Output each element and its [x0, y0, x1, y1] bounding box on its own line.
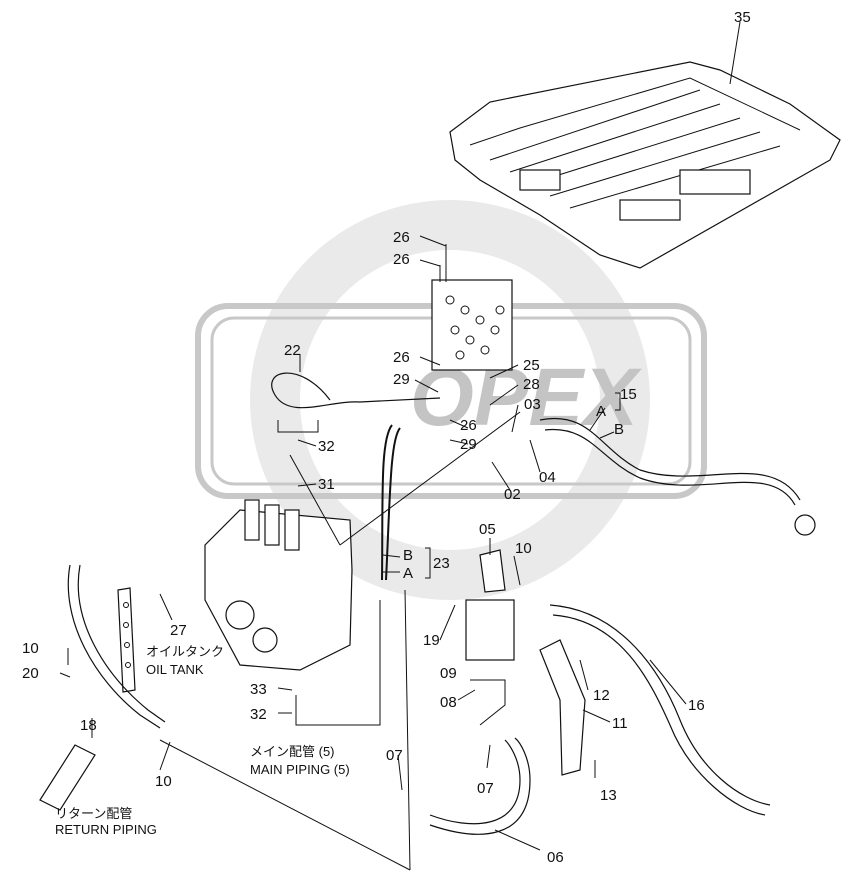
hose-18 — [67, 564, 161, 729]
callout-33: 33 — [250, 681, 267, 698]
callout-04: 04 — [539, 469, 556, 486]
callout-02: 02 — [504, 486, 521, 503]
callout-16: 16 — [688, 697, 705, 714]
callout-31: 31 — [318, 476, 335, 493]
callout-06: 06 — [547, 849, 564, 866]
main-piping-jp-caption: メイン配管 (5) — [250, 744, 335, 759]
leader-lines — [59, 21, 741, 871]
callout-18: 18 — [80, 717, 97, 734]
callout-B1: B — [614, 421, 624, 438]
watermark-gear: OPEX — [195, 200, 707, 600]
callout-B2: B — [403, 547, 413, 564]
callout-A2: A — [403, 565, 413, 582]
callout-26a: 26 — [393, 229, 410, 246]
callout-22: 22 — [284, 342, 301, 359]
callout-07a: 07 — [386, 747, 403, 764]
hose-23 — [381, 424, 393, 581]
main-piping-en-caption: MAIN PIPING (5) — [250, 762, 350, 777]
callout-20: 20 — [22, 665, 39, 682]
bracket-11 — [539, 639, 586, 776]
callout-35: 35 — [734, 9, 751, 26]
oil-tank-bracket — [117, 587, 136, 693]
block-09 — [465, 599, 515, 661]
hose-16 — [549, 604, 771, 806]
callout-12: 12 — [593, 687, 610, 704]
callout-25: 25 — [523, 357, 540, 374]
floor-plate — [449, 61, 841, 269]
callout-05: 05 — [479, 521, 496, 538]
callout-29b: 29 — [460, 436, 477, 453]
oil-tank-jp-caption: オイルタンク — [146, 644, 224, 659]
callout-13: 13 — [600, 787, 617, 804]
elbow-05 — [479, 549, 506, 593]
callout-32b: 32 — [250, 706, 267, 723]
callout-32a: 32 — [318, 438, 335, 455]
callout-15: 15 — [620, 386, 637, 403]
callout-09: 09 — [440, 665, 457, 682]
hose-06 — [429, 739, 521, 825]
callout-03: 03 — [524, 396, 541, 413]
callout-26c: 26 — [393, 349, 410, 366]
callout-26d: 26 — [460, 417, 477, 434]
callout-27: 27 — [170, 622, 187, 639]
part-labels: 35 26 26 22 26 25 29 28 15 03 A B 26 32 … — [22, 9, 751, 866]
control-valve — [204, 499, 353, 671]
callout-28: 28 — [523, 376, 540, 393]
return-piping-en-caption: RETURN PIPING — [55, 822, 157, 837]
callout-10b: 10 — [22, 640, 39, 657]
callout-29a: 29 — [393, 371, 410, 388]
callout-26b: 26 — [393, 251, 410, 268]
callout-10c: 10 — [155, 773, 172, 790]
callout-07b: 07 — [477, 780, 494, 797]
hose-22 — [271, 372, 441, 409]
return-piping-jp-caption: リターン配管 — [55, 806, 132, 821]
callout-08: 08 — [440, 694, 457, 711]
callout-11: 11 — [612, 715, 628, 732]
callout-19: 19 — [423, 632, 440, 649]
hose-15 — [539, 417, 801, 501]
callout-10a: 10 — [515, 540, 532, 557]
return-fitting — [39, 744, 96, 811]
hose-23b — [385, 427, 401, 581]
captions: オイルタンク OIL TANK メイン配管 (5) MAIN PIPING (5… — [55, 644, 350, 837]
callout-23: 23 — [433, 555, 450, 572]
pilot-valve-block — [431, 244, 513, 371]
oil-tank-en-caption: OIL TANK — [146, 662, 204, 677]
callout-A1: A — [596, 403, 606, 420]
